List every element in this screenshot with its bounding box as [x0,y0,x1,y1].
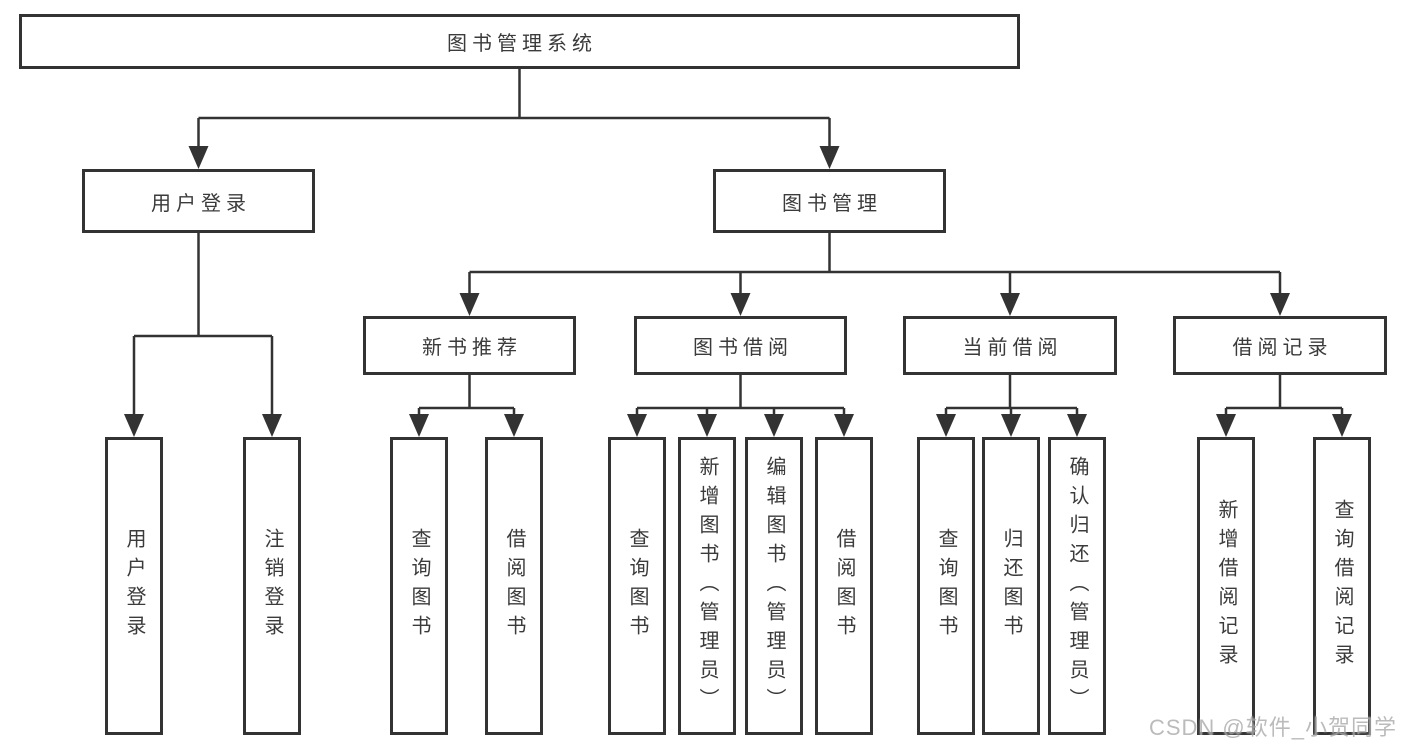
node-new-book-recommend-label: 新书推荐 [422,337,522,359]
leaf-borrow-edit-books-admin: 编辑图书（管理员） [745,437,803,735]
leaf-borrow-edit-books-admin-label: 编辑图书（管理员） [763,455,785,717]
leaf-current-return-books: 归还图书 [982,437,1040,735]
leaf-records-query-record-label: 查询借阅记录 [1331,499,1353,673]
leaf-records-add-record-label: 新增借阅记录 [1215,499,1237,673]
arrow-icon [730,293,751,316]
node-user-login: 用户登录 [82,169,315,233]
leaf-borrow-query-books: 查询图书 [608,437,666,735]
leaf-logout: 注销登录 [243,437,301,735]
arrow-icon [124,414,144,437]
node-book-borrow-label: 图书借阅 [693,337,793,359]
arrow-icon [1332,414,1352,437]
node-current-borrow-label: 当前借阅 [962,337,1063,359]
node-new-book-recommend: 新书推荐 [363,316,576,375]
leaf-borrow-query-books-label: 查询图书 [626,528,648,644]
leaf-current-query-books: 查询图书 [917,437,975,735]
leaf-current-confirm-return-admin: 确认归还（管理员） [1048,437,1106,735]
arrow-icon [1216,414,1236,437]
arrow-icon [262,414,282,437]
arrow-icon [627,414,647,437]
node-book-mgmt-label: 图书管理 [782,192,882,215]
arrow-icon [1270,293,1290,316]
leaf-current-return-books-label: 归还图书 [1000,528,1022,644]
node-user-login-label: 用户登录 [151,192,251,215]
node-book-mgmt: 图书管理 [713,169,946,233]
arrow-icon [409,414,429,437]
watermark: CSDN @软件_小贺同学 [1148,715,1397,740]
leaf-records-query-record: 查询借阅记录 [1313,437,1371,735]
arrow-icon [1067,414,1087,437]
arrow-icon [1000,293,1020,316]
leaf-user-login: 用户登录 [105,437,163,735]
leaf-recommend-borrow-books-label: 借阅图书 [503,528,525,644]
node-book-borrow: 图书借阅 [634,316,847,375]
leaf-borrow-add-books-admin-label: 新增图书（管理员） [696,455,718,717]
leaf-borrow-add-books-admin: 新增图书（管理员） [678,437,736,735]
node-borrow-records-label: 借阅记录 [1232,337,1333,359]
arrow-icon [697,414,717,437]
leaf-recommend-query-books-label: 查询图书 [408,528,430,644]
leaf-borrow-borrow-books: 借阅图书 [815,437,873,735]
node-root-label: 图书管理系统 [447,33,597,55]
arrow-icon [764,414,784,437]
leaf-recommend-query-books: 查询图书 [390,437,448,735]
leaf-records-add-record: 新增借阅记录 [1197,437,1255,735]
leaf-current-confirm-return-admin-label: 确认归还（管理员） [1066,455,1088,717]
arrow-icon [936,414,956,437]
leaf-borrow-borrow-books-label: 借阅图书 [833,528,855,644]
arrow-icon [188,146,209,169]
node-borrow-records: 借阅记录 [1173,316,1387,375]
node-root: 图书管理系统 [19,14,1020,69]
arrow-icon [819,146,840,169]
arrow-icon [459,293,480,316]
leaf-user-login-label: 用户登录 [123,528,145,644]
arrow-icon [1001,414,1021,437]
leaf-current-query-books-label: 查询图书 [935,528,957,644]
arrow-icon [504,414,524,437]
arrow-icon [834,414,854,437]
leaf-logout-label: 注销登录 [261,528,283,644]
arrowheads [124,146,1352,437]
leaf-recommend-borrow-books: 借阅图书 [485,437,543,735]
node-current-borrow: 当前借阅 [903,316,1117,375]
